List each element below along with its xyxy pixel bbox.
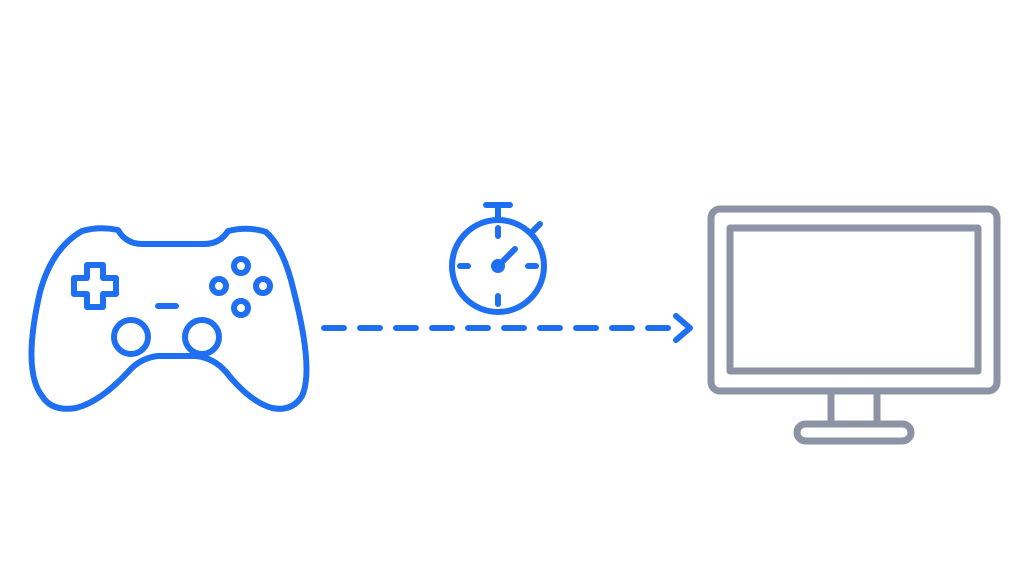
latency-arrow [321,313,693,343]
monitor-screen [726,224,982,375]
face-button-right [253,276,273,296]
monitor-base [793,420,915,445]
stopwatch-face [449,217,547,315]
stopwatch-pivot [491,259,505,273]
monitor-bezel [707,205,1001,395]
gamepad-body [28,225,310,412]
left-thumbstick [111,317,151,357]
dpad-icon [71,262,119,310]
face-button-top [231,256,251,276]
arrowhead-icon [673,313,693,343]
face-button-left [209,276,229,296]
right-thumbstick [182,317,222,357]
face-button-bottom [231,298,251,318]
stopwatch-icon [449,202,547,315]
monitor-icon [707,205,1001,445]
stopwatch-lap-button [530,221,543,234]
gamepad-icon [28,225,310,412]
